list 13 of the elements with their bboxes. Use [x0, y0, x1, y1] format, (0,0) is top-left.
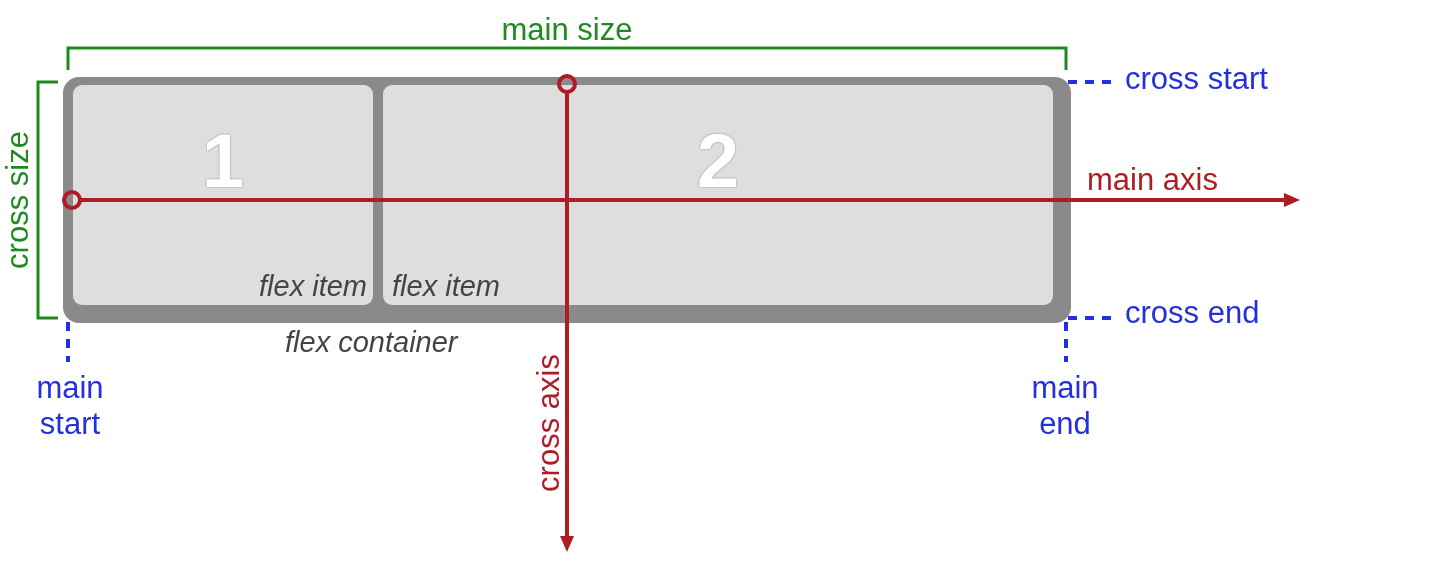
item-caption: flex item — [392, 269, 500, 303]
dimension-label: cross size — [0, 130, 36, 271]
guide-label: main start — [35, 370, 105, 442]
axis-label: main axis — [1087, 162, 1218, 198]
axis-label: cross axis — [531, 353, 567, 494]
item-caption: flex item — [259, 269, 367, 303]
guide-label: cross start — [1125, 61, 1268, 97]
flex-item-box — [383, 85, 1053, 305]
container-caption: flex container — [285, 325, 458, 359]
dimension-label: main size — [500, 12, 634, 48]
flex-item-box — [73, 85, 373, 305]
guide-label: cross end — [1125, 295, 1260, 331]
guide-label: main end — [1030, 370, 1100, 442]
